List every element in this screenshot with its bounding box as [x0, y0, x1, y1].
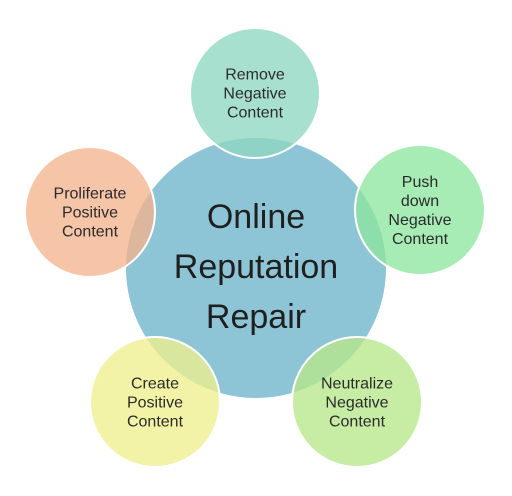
satellite-push-down-negative-content-label-line: Push	[402, 174, 438, 191]
satellite-push-down-negative-content-label-line: Negative	[388, 212, 451, 229]
satellite-create-positive-content-label-line: Positive	[127, 395, 183, 412]
satellite-circle-remove-negative-content	[189, 27, 321, 159]
satellite-remove-negative-content-label-line: Content	[227, 105, 284, 122]
satellite-neutralize-negative-content-label-line: Neutralize	[321, 376, 393, 393]
satellite-create-positive-content-label-line: Create	[131, 376, 179, 393]
satellite-proliferate-positive-content-label-line: Proliferate	[54, 186, 127, 203]
satellite-circle-neutralize-negative-content	[291, 336, 423, 468]
satellite-push-down-negative-content-label-line: Content	[392, 231, 449, 248]
satellite-neutralize-negative-content-label-line: Negative	[325, 395, 388, 412]
center-node-label-line: Reputation	[174, 248, 338, 286]
satellite-proliferate-positive-content-label-line: Positive	[62, 205, 118, 222]
satellite-create-positive-content-label-line: Content	[127, 414, 184, 431]
satellite-remove-negative-content-label-line: Remove	[225, 67, 285, 84]
satellite-remove-negative-content-label-line: Negative	[223, 86, 286, 103]
satellite-circle-proliferate-positive-content	[24, 146, 156, 278]
center-node-label-line: Repair	[206, 298, 306, 336]
satellite-circle-create-positive-content	[89, 336, 221, 468]
satellite-push-down-negative-content-label-line: down	[401, 193, 439, 210]
center-node-label-line: Online	[207, 198, 305, 236]
satellite-proliferate-positive-content-label-line: Content	[62, 224, 119, 241]
satellite-neutralize-negative-content-label-line: Content	[329, 414, 386, 431]
satellite-circle-push-down-negative-content	[354, 144, 486, 276]
